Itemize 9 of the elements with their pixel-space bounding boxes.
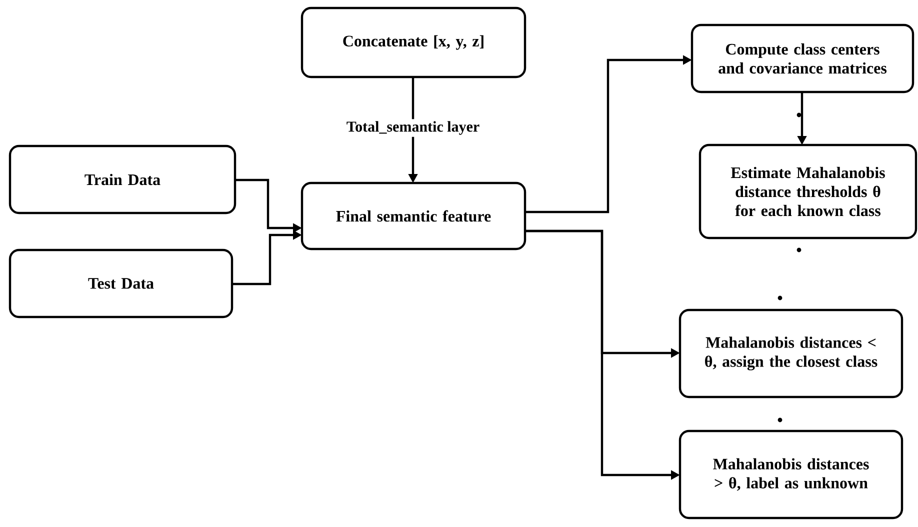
process-box: Test Data [8, 248, 234, 318]
process-box: Mahalanobis distances > θ, label as unknown [678, 430, 904, 520]
process-box: Train Data [8, 144, 236, 214]
process-box: Concatenate [x, y, z] [300, 6, 526, 78]
process-box: Estimate Mahalanobis distance thresholds θ for each known class [698, 144, 918, 240]
process-box: Mahalanobis distances < θ, assign the closest class [678, 308, 904, 398]
process-box: Final semantic feature [300, 182, 526, 250]
process-box: Compute class centers and covariance matrices [690, 24, 914, 94]
edge-label: Total_semantic layer [346, 121, 480, 135]
